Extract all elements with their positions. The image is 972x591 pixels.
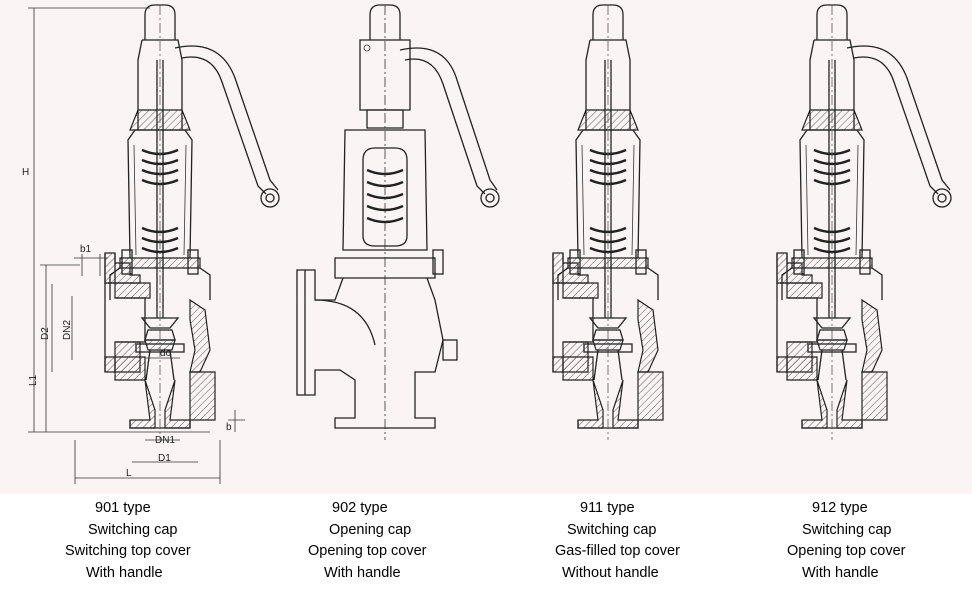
caption-911: 911 type Switching cap Gas-filled top co… bbox=[555, 498, 795, 584]
dim-label-DN2: DN2 bbox=[62, 320, 73, 340]
valve-feature-3: With handle bbox=[802, 564, 879, 581]
valve-feature-1: Switching cap bbox=[567, 521, 657, 538]
dim-label-L: L bbox=[126, 468, 132, 479]
dim-label-DN1: DN1 bbox=[155, 435, 175, 446]
valve-drawings: H b1 D2 DN2 do L1 DN1 D1 L b bbox=[22, 3, 952, 484]
valve-feature-3: With handle bbox=[324, 564, 401, 581]
dim-label-b: b bbox=[226, 422, 232, 433]
technical-drawing-area: H b1 D2 DN2 do L1 DN1 D1 L b bbox=[0, 0, 972, 494]
valve-902-drawing bbox=[296, 4, 500, 440]
dim-label-D2: D2 bbox=[40, 327, 51, 340]
valve-feature-3: With handle bbox=[86, 564, 163, 581]
caption-902: 902 type Opening cap Opening top cover W… bbox=[306, 498, 546, 584]
valve-feature-3: Without handle bbox=[562, 564, 659, 581]
valve-type-label: 901 type bbox=[95, 500, 151, 516]
caption-901: 901 type Switching cap Switching top cov… bbox=[65, 498, 305, 584]
caption-912: 912 type Switching cap Opening top cover… bbox=[787, 498, 972, 584]
valve-feature-2: Opening top cover bbox=[787, 543, 906, 559]
dim-label-b1: b1 bbox=[80, 244, 92, 255]
valve-type-label: 911 type bbox=[580, 500, 635, 516]
valve-feature-1: Switching cap bbox=[802, 521, 892, 538]
dim-label-D1: D1 bbox=[158, 453, 171, 464]
valve-feature-1: Opening cap bbox=[329, 521, 412, 538]
valve-feature-2: Gas-filled top cover bbox=[555, 543, 680, 559]
dim-label-H: H bbox=[22, 167, 29, 178]
dim-label-do: do bbox=[160, 348, 172, 359]
dim-label-L1: L1 bbox=[28, 374, 39, 386]
valve-feature-2: Switching top cover bbox=[65, 543, 191, 559]
valve-feature-2: Opening top cover bbox=[308, 543, 427, 559]
dimension-lines: H b1 D2 DN2 do L1 DN1 D1 L b bbox=[22, 7, 245, 484]
valve-feature-1: Switching cap bbox=[88, 521, 178, 538]
valve-type-label: 902 type bbox=[332, 500, 388, 516]
valve-type-label: 912 type bbox=[812, 500, 868, 516]
